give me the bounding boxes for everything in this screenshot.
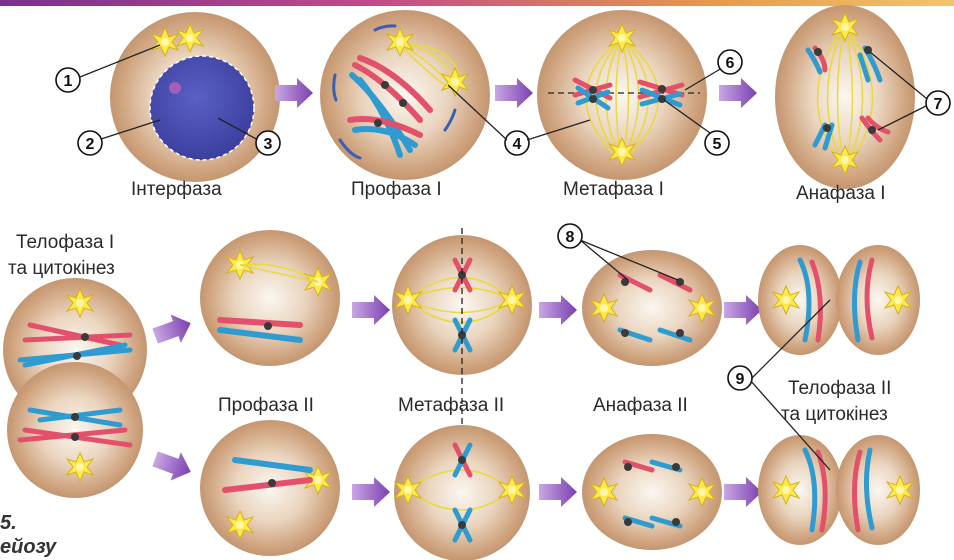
- callout-5: 5: [705, 131, 729, 155]
- arrow-p2-top: [352, 295, 390, 325]
- callout-8: 8: [558, 224, 582, 248]
- anaphase1-cell: [775, 5, 915, 189]
- prophase2-bottom-cell: [200, 420, 340, 556]
- anaphase2-top-cell: [582, 250, 722, 366]
- caption-number: 5.: [0, 512, 17, 535]
- anaphase2-bottom-cell: [582, 434, 722, 550]
- label-telophase-1-line2: та цитокінез: [8, 258, 115, 280]
- label-prophase-1: Профаза I: [351, 179, 442, 201]
- prophase2-top-cell: [200, 230, 340, 366]
- svg-text:1: 1: [64, 73, 73, 90]
- arrow-tel1-up: [150, 309, 196, 350]
- svg-text:7: 7: [934, 96, 943, 113]
- label-metaphase-2: Метафаза II: [398, 395, 504, 417]
- arrow-a2-bottom: [724, 477, 762, 507]
- label-prophase-2: Профаза II: [218, 395, 314, 417]
- svg-text:9: 9: [736, 371, 745, 388]
- arrow-a2-top: [724, 295, 762, 325]
- arrow-p2-bottom: [352, 477, 390, 507]
- callout-3: 3: [256, 131, 280, 155]
- callout-9: 9: [728, 366, 752, 390]
- svg-text:5: 5: [713, 136, 722, 153]
- callout-4: 4: [505, 131, 529, 155]
- telophase1-cell: [3, 278, 147, 498]
- arrow-tel1-down: [150, 445, 196, 486]
- arrow-2: [495, 78, 533, 108]
- svg-text:2: 2: [86, 136, 95, 153]
- label-anaphase-2: Анафаза II: [593, 395, 688, 417]
- telophase2-top-cell: [758, 245, 920, 355]
- label-anaphase-1: Анафаза I: [796, 183, 886, 205]
- label-telophase-2-line2: та цитокінез: [781, 404, 888, 426]
- label-metaphase-1: Метафаза I: [563, 179, 664, 201]
- metaphase1-cell: [537, 10, 707, 180]
- label-telophase-2-line1: Телофаза II: [788, 378, 891, 400]
- svg-text:4: 4: [513, 136, 522, 153]
- arrow-3: [719, 78, 757, 108]
- arrow-m2-top: [539, 295, 577, 325]
- prophase1-cell: [320, 10, 490, 180]
- label-telophase-1-line1: Телофаза I: [16, 232, 114, 254]
- callout-2: 2: [78, 131, 102, 155]
- callout-6: 6: [718, 50, 742, 74]
- svg-text:3: 3: [264, 136, 273, 153]
- arrow-1: [275, 78, 313, 108]
- metaphase2-bottom-cell: [394, 425, 530, 560]
- telophase2-bottom-cell: [758, 435, 920, 545]
- callout-7: 7: [926, 91, 950, 115]
- svg-text:8: 8: [566, 229, 575, 246]
- callout-1: 1: [56, 68, 80, 92]
- caption-text: ейозу: [0, 536, 56, 559]
- svg-text:6: 6: [726, 55, 735, 72]
- arrow-m2-bottom: [539, 477, 577, 507]
- label-interphase: Інтерфаза: [131, 179, 222, 201]
- interphase-cell: [110, 12, 280, 182]
